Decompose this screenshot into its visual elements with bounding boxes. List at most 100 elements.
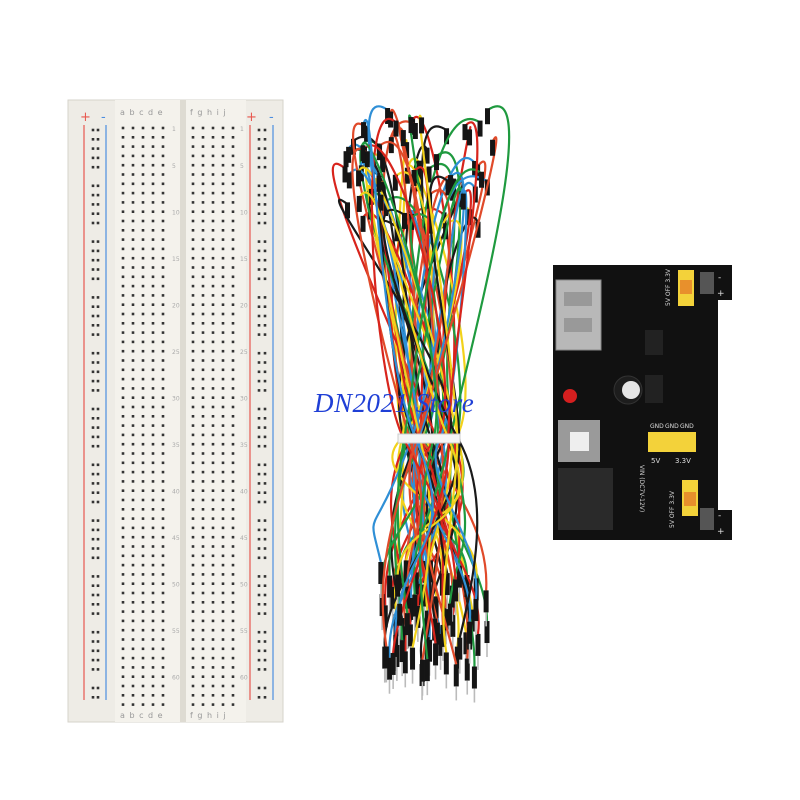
row-number: 50	[240, 582, 248, 589]
row-number: 60	[172, 675, 180, 682]
jumper-wire	[365, 189, 467, 604]
wire-connector	[346, 146, 352, 163]
wire-connector	[411, 169, 417, 186]
wire-connector	[450, 614, 456, 637]
wire-connector	[407, 624, 413, 647]
rail-5v-label: 5V	[651, 457, 660, 465]
wire-connector	[464, 575, 470, 598]
wire-connector	[412, 594, 418, 617]
wire-connector	[358, 165, 364, 182]
wire-connector	[443, 608, 449, 631]
bottom-jumper-label: 5V OFF 3.3V	[669, 490, 676, 528]
wire-connector	[477, 120, 483, 137]
wire-connector	[404, 613, 410, 636]
column-letters-top-right: f g h i j	[190, 108, 227, 117]
wire-connector	[424, 659, 430, 682]
wire-connector	[356, 195, 362, 212]
wire-connector	[464, 658, 470, 681]
wire-connector	[408, 597, 414, 620]
wire-connector	[368, 203, 374, 220]
wire-connector	[390, 652, 396, 675]
rail-3v3-label: 3.3V	[675, 457, 691, 465]
wire-connector	[445, 179, 451, 196]
column-letters-top-left: a b c d e	[120, 108, 164, 117]
wire-connector	[475, 164, 481, 181]
jumper-wire	[362, 119, 434, 605]
row-number: 25	[240, 349, 248, 356]
wire-connector	[393, 120, 399, 137]
jumper-wire-bundle	[331, 105, 511, 703]
row-number: 45	[240, 535, 248, 542]
wire-connector	[390, 586, 396, 609]
jumper-wire	[358, 191, 461, 575]
wire-connector	[434, 622, 440, 645]
wire-connector	[356, 170, 362, 187]
wire-connector	[453, 579, 459, 602]
wire-connector	[416, 160, 422, 177]
wire-connector	[393, 634, 399, 657]
wire-connector	[408, 117, 414, 134]
wire-connector	[382, 605, 388, 628]
wire-connector	[433, 596, 439, 619]
power-module: GND GND GND 5V 3.3V 5V OFF 3.3V 5V OFF 3…	[553, 265, 732, 540]
wire-connector	[392, 174, 398, 191]
wire-connector	[463, 632, 469, 655]
wire-connector	[415, 605, 421, 628]
wire-connector	[397, 603, 403, 626]
power-led	[563, 389, 577, 403]
column-letters-bottom-right: f g h i j	[190, 711, 227, 720]
row-number: 10	[172, 210, 180, 217]
wire-connector	[403, 560, 409, 583]
wire-connector	[401, 212, 407, 229]
jumper-wire	[370, 117, 457, 580]
row-number: 1	[240, 126, 244, 133]
wire-connector	[410, 647, 416, 670]
wire-connector	[448, 175, 454, 192]
gnd-header	[648, 432, 696, 452]
wire-connector	[412, 123, 418, 140]
wire-connector	[475, 633, 481, 656]
wire-connector	[457, 637, 463, 660]
wire-connector	[378, 194, 384, 211]
breadboard: + - + - a b c d e f g h i j a b c d e f …	[67, 99, 284, 723]
wire-connector	[484, 621, 490, 644]
wire-connector	[376, 144, 382, 161]
wire-connector	[376, 175, 382, 192]
wire-connector	[426, 166, 432, 183]
wire-connector	[419, 117, 425, 134]
plus-label: +	[717, 289, 725, 299]
plus-label: +	[717, 527, 725, 537]
gnd-label: GND	[650, 423, 664, 430]
row-number: 15	[172, 256, 180, 263]
wire-connector	[467, 621, 473, 644]
wire-connector	[400, 130, 406, 147]
wire-connector	[360, 145, 366, 162]
wire-connector	[404, 142, 410, 159]
rail-minus-label: -	[101, 110, 106, 125]
gnd-label: GND	[680, 423, 694, 430]
wire-connector	[380, 181, 386, 198]
wire-connector	[444, 128, 450, 145]
wire-connector	[432, 618, 438, 641]
cable-tie	[397, 433, 461, 444]
wire-connector	[433, 643, 439, 666]
wire-connector	[405, 586, 411, 609]
rail-minus-label: -	[269, 110, 274, 125]
wire-connector	[404, 167, 410, 184]
row-number: 30	[240, 396, 248, 403]
row-number: 55	[240, 628, 248, 635]
rail-plus-label: +	[246, 110, 257, 125]
wire-connector	[395, 574, 401, 597]
wire-connector	[484, 108, 490, 125]
row-number: 35	[240, 442, 248, 449]
wire-connector	[402, 651, 408, 674]
row-number: 40	[240, 489, 248, 496]
row-number: 1	[172, 126, 176, 133]
row-number: 30	[172, 396, 180, 403]
jumper-wire	[418, 114, 459, 653]
dc-jack	[558, 468, 613, 530]
row-number: 5	[172, 163, 176, 170]
wire-connector	[387, 575, 393, 598]
